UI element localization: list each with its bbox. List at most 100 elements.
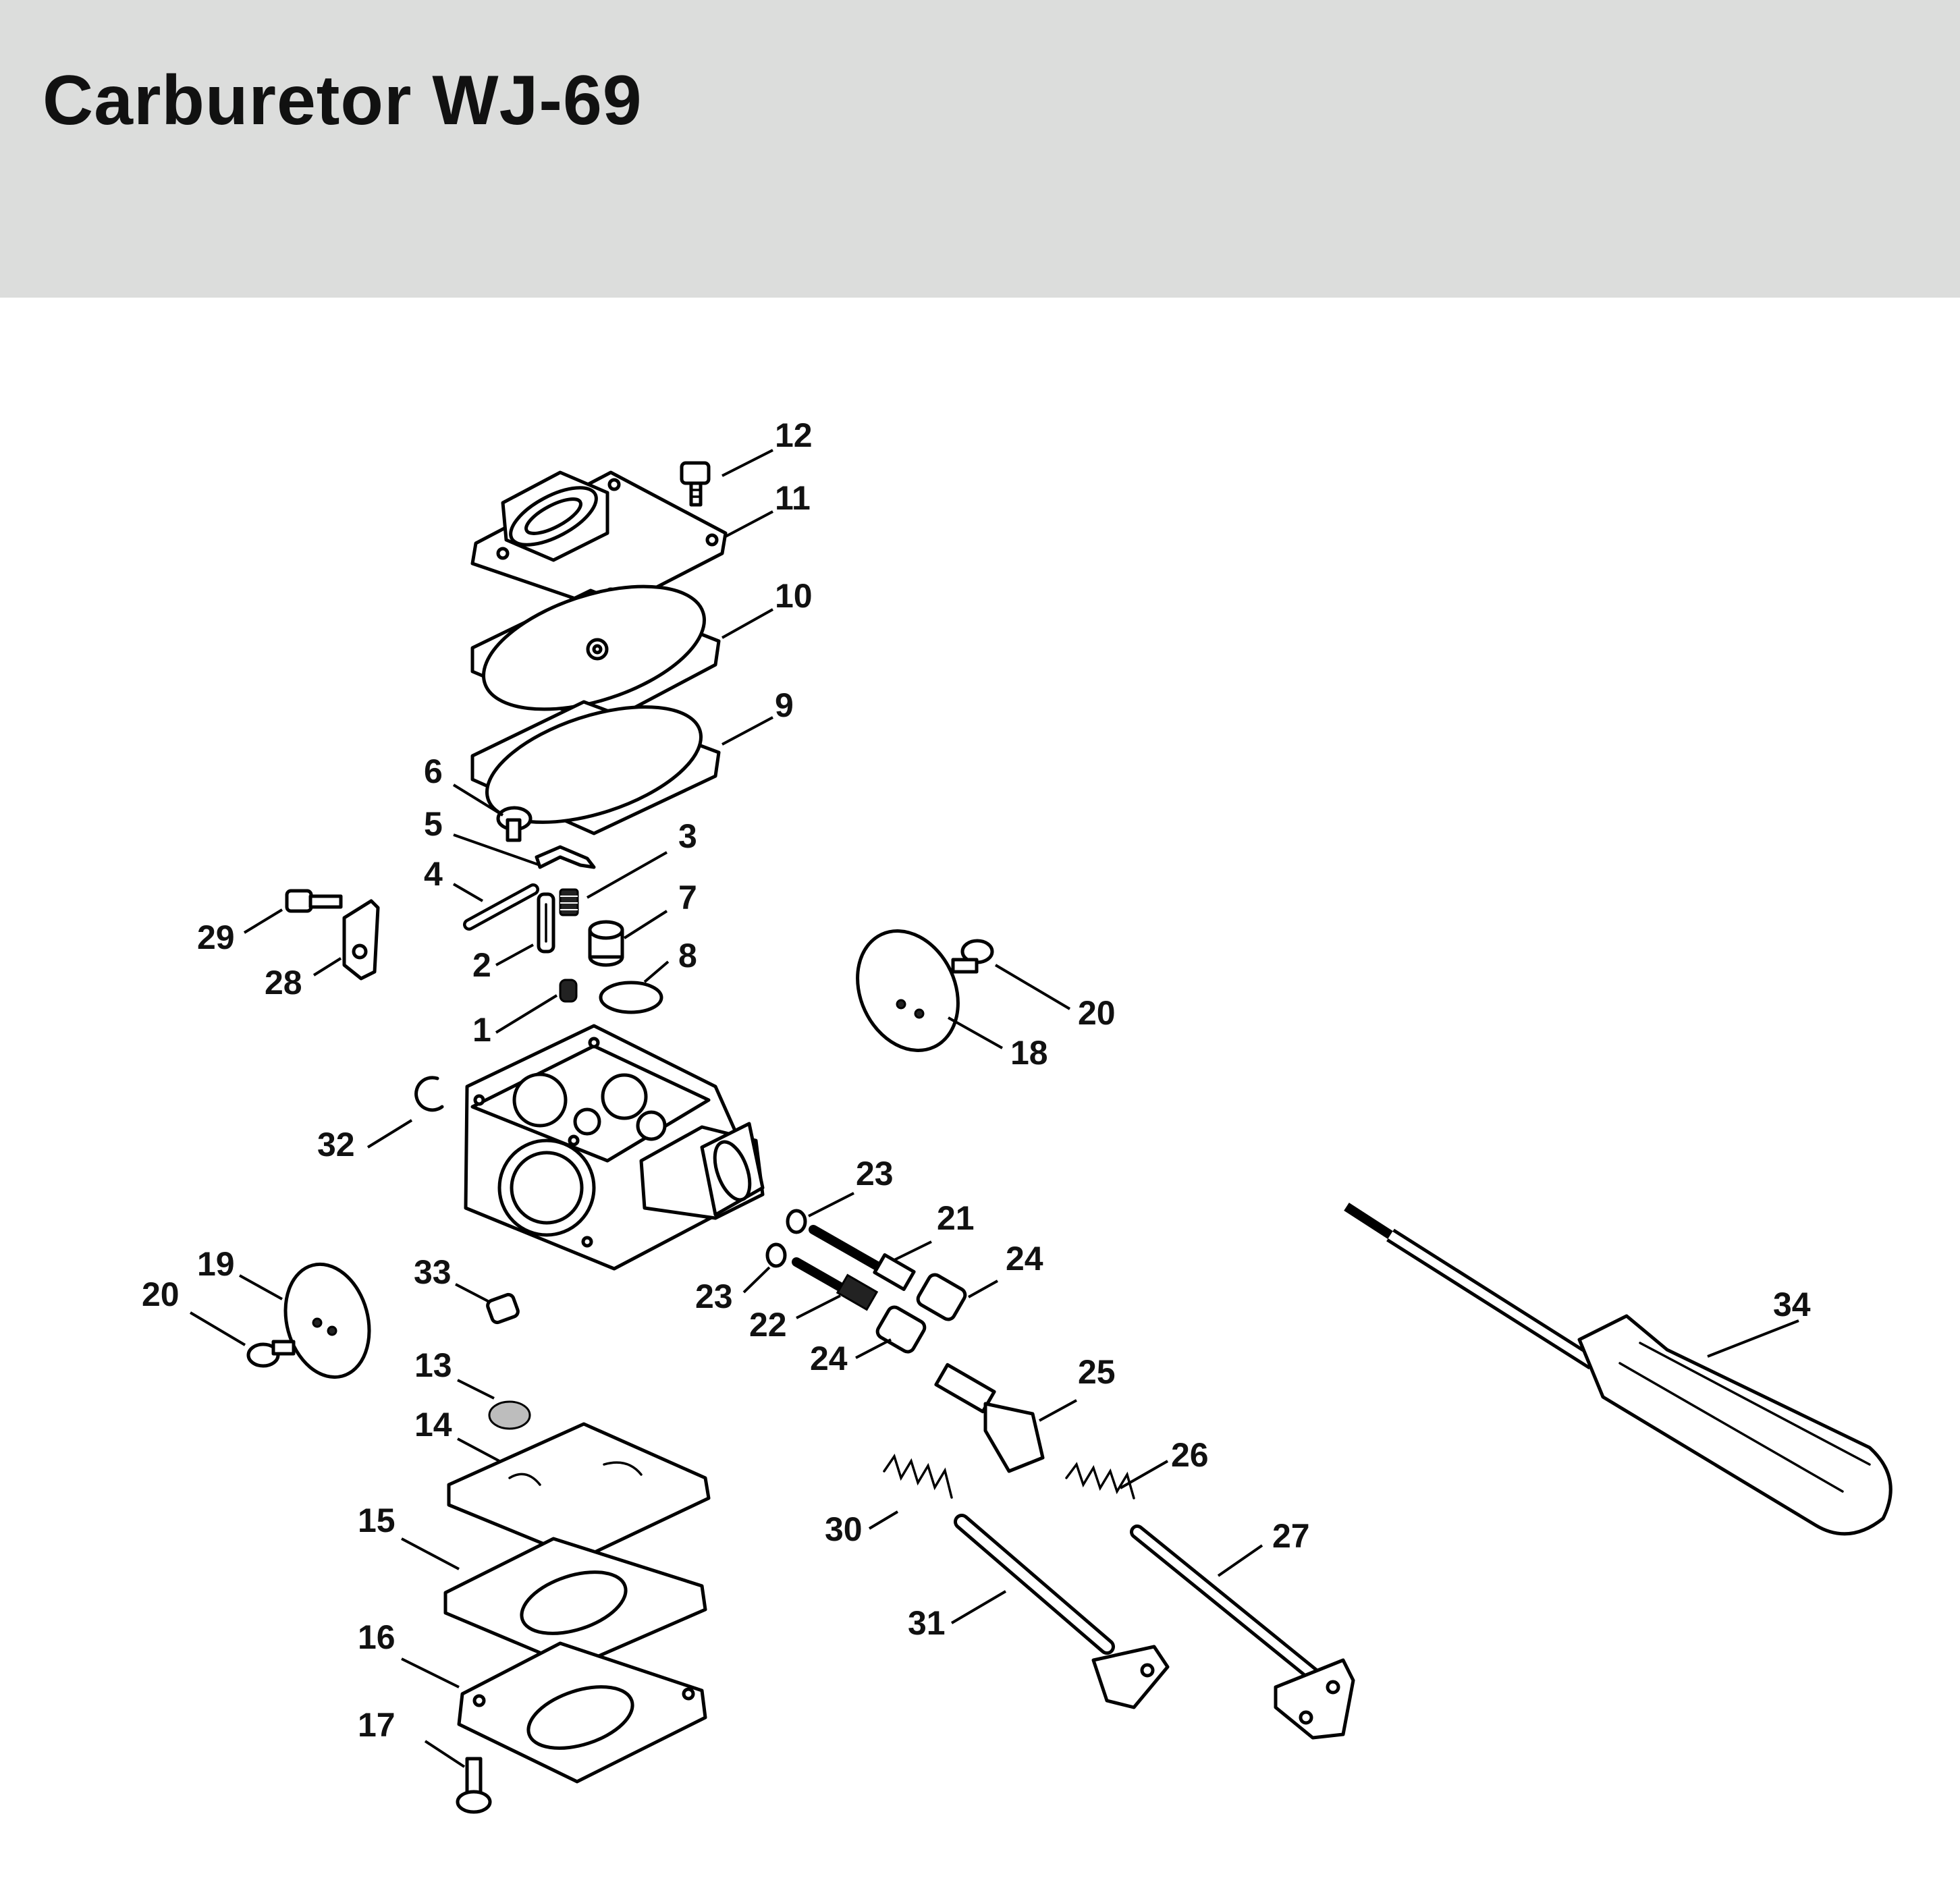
part-15-gasket (443, 1537, 707, 1669)
part-2-inlet-needle (537, 892, 555, 954)
leader-19 (239, 1274, 283, 1300)
part-5-inlet-control-lever (535, 845, 596, 869)
callout-2: 2 (472, 946, 491, 984)
part-14-gasket (447, 1422, 711, 1561)
callout-34: 34 (1773, 1286, 1811, 1323)
leader-25 (1039, 1399, 1077, 1422)
leader-24b (855, 1338, 892, 1359)
callout-31: 31 (908, 1604, 946, 1642)
callout-20a: 20 (1078, 994, 1116, 1032)
callout-6: 6 (424, 752, 443, 790)
leader-9 (722, 716, 773, 746)
callout-18: 18 (1010, 1034, 1048, 1072)
callout-24a: 24 (1006, 1240, 1043, 1278)
part-9-gasket (470, 700, 721, 835)
part-26-torsion-spring (1065, 1462, 1135, 1500)
carburetor-body (464, 1024, 765, 1271)
part-29-screw (285, 889, 343, 913)
leader-lines (189, 449, 1799, 1768)
leader-21 (892, 1240, 932, 1262)
leader-34 (1707, 1319, 1799, 1358)
callout-8: 8 (678, 937, 697, 974)
callout-23b: 23 (695, 1278, 733, 1315)
part-20-screw-lower (246, 1340, 296, 1368)
leader-14 (457, 1437, 500, 1462)
callout-19: 19 (197, 1245, 235, 1283)
leader-20a (994, 964, 1071, 1010)
callout-27: 27 (1272, 1517, 1310, 1555)
leader-13 (457, 1379, 495, 1400)
part-19-choke-shutter (283, 1262, 371, 1379)
part-7-plug (588, 920, 624, 967)
leader-3 (587, 851, 668, 899)
leader-10 (722, 608, 773, 639)
part-23-o-rings (765, 1209, 807, 1268)
part-10-diaphragm (470, 584, 721, 727)
callout-16: 16 (358, 1618, 396, 1656)
leader-24a (968, 1280, 998, 1298)
leader-28 (312, 957, 342, 977)
leader-18 (948, 1016, 1003, 1049)
callout-25: 25 (1078, 1353, 1116, 1391)
leader-30 (868, 1510, 899, 1530)
leader-27 (1217, 1544, 1263, 1577)
part-6-screw (496, 806, 533, 842)
part-17-screw (456, 1757, 492, 1814)
leader-7 (623, 910, 668, 939)
part-1-fixed-jet (559, 979, 578, 1003)
callout-1: 1 (472, 1011, 491, 1049)
callout-4: 4 (424, 855, 443, 893)
page-header: Carburetor WJ-69 (0, 0, 1960, 298)
leader-23b (742, 1266, 771, 1294)
callout-33: 33 (414, 1253, 452, 1291)
callout-23a: 23 (856, 1155, 894, 1192)
leader-16 (401, 1657, 460, 1688)
leader-26 (1120, 1460, 1168, 1489)
leader-1 (495, 994, 558, 1034)
part-20-screw-upper (951, 939, 994, 974)
callout-15: 15 (358, 1502, 396, 1539)
part-13-strainer (488, 1400, 531, 1430)
callout-22: 22 (749, 1306, 787, 1344)
page-title: Carburetor WJ-69 (43, 61, 643, 140)
callout-20b: 20 (142, 1275, 180, 1313)
callout-26: 26 (1171, 1436, 1209, 1474)
callout-5: 5 (424, 805, 443, 843)
leader-12 (722, 449, 773, 477)
callout-30: 30 (825, 1510, 863, 1548)
part-30-torsion-spring (883, 1454, 953, 1499)
callout-14: 14 (414, 1406, 452, 1444)
leader-5 (453, 833, 541, 867)
leader-17 (424, 1740, 466, 1768)
leader-29 (243, 908, 283, 934)
part-33-plug (486, 1292, 520, 1325)
callout-9: 9 (775, 686, 794, 724)
callout-29: 29 (197, 918, 235, 956)
callout-21: 21 (937, 1199, 975, 1237)
callout-labels: 12 11 10 9 6 5 3 4 7 29 2 8 28 1 20 18 3… (142, 416, 1811, 1744)
part-4-spindle (463, 883, 539, 931)
callout-10: 10 (775, 577, 813, 615)
leader-20b (189, 1311, 246, 1346)
part-24-limiter-caps (875, 1273, 967, 1354)
leader-33 (455, 1283, 489, 1302)
part-11-pump-cover (470, 470, 728, 613)
part-27-throttle-shaft (1130, 1525, 1355, 1740)
part-34-screwdriver (1344, 1203, 1893, 1536)
part-21-high-speed-adjusting-screw (809, 1225, 916, 1291)
leader-15 (401, 1537, 460, 1570)
part-25-idle-speed-screw (934, 1363, 1045, 1473)
callout-7: 7 (678, 879, 697, 916)
part-3-spring (559, 888, 579, 916)
part-28-bracket (342, 899, 380, 981)
callout-3: 3 (678, 817, 697, 855)
part-31-choke-shaft (954, 1514, 1170, 1709)
leader-2 (495, 943, 534, 966)
callout-11: 11 (775, 479, 811, 517)
leader-11 (725, 510, 773, 538)
callout-13: 13 (414, 1346, 452, 1384)
part-18-throttle-shutter (856, 929, 960, 1052)
callout-28: 28 (265, 964, 302, 1001)
leader-31 (950, 1590, 1007, 1624)
